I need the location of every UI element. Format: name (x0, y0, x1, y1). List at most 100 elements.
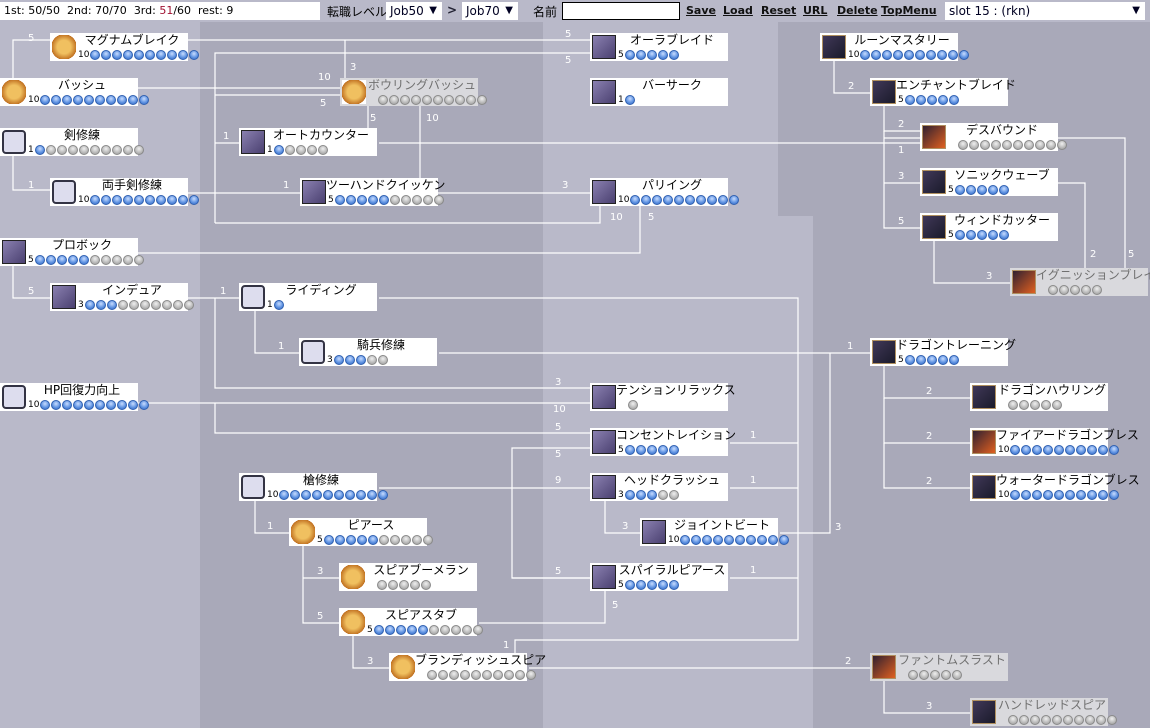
level-dot[interactable] (493, 669, 503, 680)
level-dot[interactable] (668, 489, 679, 500)
level-dot[interactable] (1107, 714, 1117, 725)
level-dot[interactable] (312, 489, 323, 500)
level-dot[interactable] (871, 49, 882, 60)
level-dot[interactable] (439, 624, 450, 635)
level-dot[interactable] (976, 184, 987, 195)
level-dot[interactable] (40, 94, 51, 105)
level-dot[interactable] (156, 49, 167, 60)
level-dot[interactable] (411, 94, 421, 105)
level-dot[interactable] (411, 194, 422, 205)
level-dot[interactable] (1109, 489, 1120, 500)
level-dot[interactable] (84, 299, 95, 310)
level-dot[interactable] (122, 144, 133, 155)
level-dot[interactable] (1030, 399, 1040, 410)
level-dot[interactable] (1043, 489, 1054, 500)
level-dot[interactable] (948, 49, 959, 60)
level-dot[interactable] (926, 94, 937, 105)
level-dot[interactable] (421, 579, 431, 590)
level-dot[interactable] (757, 534, 768, 545)
skill-box[interactable]: テンションリラックス (590, 383, 736, 411)
level-dot[interactable] (51, 94, 62, 105)
level-dot[interactable] (366, 354, 377, 365)
level-dot[interactable] (630, 194, 641, 205)
skill-box[interactable]: デスバウンド (920, 123, 1067, 151)
level-dot[interactable] (128, 399, 139, 410)
level-dot[interactable] (635, 489, 646, 500)
level-dot[interactable] (428, 624, 439, 635)
level-dot[interactable] (112, 194, 123, 205)
level-dot[interactable] (482, 669, 492, 680)
level-dot[interactable] (411, 534, 422, 545)
level-dot[interactable] (980, 139, 990, 150)
level-dot[interactable] (904, 94, 915, 105)
level-dot[interactable] (904, 354, 915, 365)
level-dot[interactable] (306, 144, 317, 155)
level-dot[interactable] (641, 194, 652, 205)
level-dot[interactable] (504, 669, 514, 680)
level-dot[interactable] (133, 144, 144, 155)
level-dot[interactable] (882, 49, 893, 60)
level-dot[interactable] (56, 144, 67, 155)
level-dot[interactable] (1065, 444, 1076, 455)
skill-box[interactable]: イグニッションブレイク (1010, 268, 1150, 296)
level-dot[interactable] (123, 194, 134, 205)
level-dot[interactable] (378, 194, 389, 205)
level-dot[interactable] (948, 94, 959, 105)
skill-box[interactable]: スピアブーメラン (339, 563, 477, 591)
level-dot[interactable] (139, 94, 150, 105)
job-to-select[interactable]: Job70▼ (462, 2, 518, 20)
level-dot[interactable] (95, 299, 106, 310)
level-dot[interactable] (657, 489, 668, 500)
level-dot[interactable] (433, 194, 444, 205)
level-dot[interactable] (333, 354, 344, 365)
level-dot[interactable] (167, 49, 178, 60)
level-dot[interactable] (1048, 284, 1058, 295)
level-dot[interactable] (279, 489, 290, 500)
level-dot[interactable] (117, 94, 128, 105)
level-dot[interactable] (323, 534, 334, 545)
level-dot[interactable] (449, 669, 459, 680)
level-dot[interactable] (685, 194, 696, 205)
level-dot[interactable] (477, 94, 487, 105)
level-dot[interactable] (657, 444, 668, 455)
level-dot[interactable] (101, 194, 112, 205)
level-dot[interactable] (377, 579, 387, 590)
level-dot[interactable] (150, 299, 161, 310)
level-dot[interactable] (395, 624, 406, 635)
level-dot[interactable] (273, 299, 284, 310)
level-dot[interactable] (1019, 399, 1029, 410)
level-dot[interactable] (161, 299, 172, 310)
level-dot[interactable] (937, 49, 948, 60)
level-dot[interactable] (45, 144, 56, 155)
level-dot[interactable] (1087, 444, 1098, 455)
level-dot[interactable] (1041, 399, 1051, 410)
reset-link[interactable]: Reset (761, 4, 797, 17)
level-dot[interactable] (954, 229, 965, 240)
level-dot[interactable] (273, 144, 284, 155)
level-dot[interactable] (323, 489, 334, 500)
level-dot[interactable] (84, 94, 95, 105)
level-dot[interactable] (1002, 139, 1012, 150)
level-dot[interactable] (123, 49, 134, 60)
level-dot[interactable] (893, 49, 904, 60)
level-dot[interactable] (139, 399, 150, 410)
level-dot[interactable] (111, 144, 122, 155)
level-dot[interactable] (1021, 489, 1032, 500)
level-dot[interactable] (1063, 714, 1073, 725)
level-dot[interactable] (624, 489, 635, 500)
level-dot[interactable] (389, 94, 399, 105)
level-dot[interactable] (860, 49, 871, 60)
level-dot[interactable] (1109, 444, 1120, 455)
level-dot[interactable] (461, 624, 472, 635)
level-dot[interactable] (926, 49, 937, 60)
level-dot[interactable] (95, 399, 106, 410)
level-dot[interactable] (915, 49, 926, 60)
